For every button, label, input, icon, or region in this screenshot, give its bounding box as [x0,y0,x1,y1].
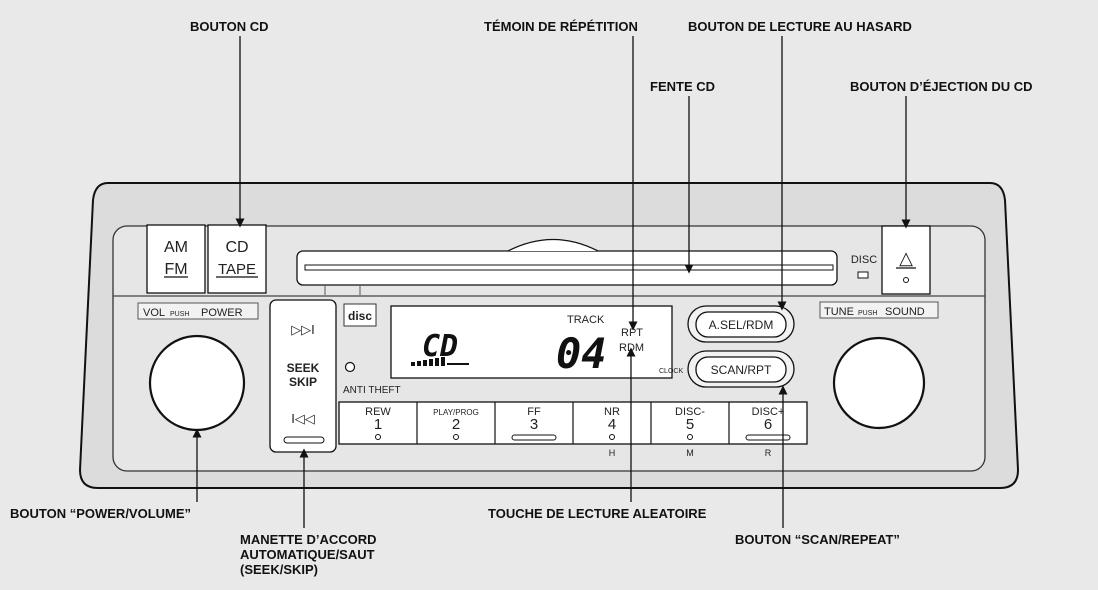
preset-4-sub-label: H [609,448,616,458]
preset-4-number: 4 [608,416,616,433]
preset-4-button[interactable] [609,434,615,440]
preset-1-top-label: REW [365,406,391,418]
callout-cd-button: BOUTON CD [190,19,269,34]
preset-5-sub-label: M [686,448,694,458]
power-volume-knob [148,334,246,432]
seek-down-icon: I◁◁ [291,411,315,426]
callout-random-key: TOUCHE DE LECTURE ALEATOIRE [488,506,707,521]
seek-label: SEEK [287,361,320,375]
display-rpt: RPT [621,327,643,339]
callout-eject-button: BOUTON D’ÉJECTION DU CD [850,79,1033,94]
callout-power-volume-button: BOUTON “POWER/VOLUME” [10,506,192,521]
preset-3-button[interactable] [511,434,557,441]
disc-indicator-light [857,271,869,279]
eject-icon: △ [899,248,913,268]
tune-push-label: PUSH [858,310,877,317]
skip-label: SKIP [289,375,317,389]
callout-seek-skip-line-3: (SEEK/SKIP) [240,562,319,577]
callout-repeat-indicator: TÉMOIN DE RÉPÉTITION [484,19,638,34]
display-track-number: 04 [556,329,607,378]
callout-cd-slot: FENTE CD [650,79,715,94]
callout-seek-skip-line-2: AUTOMATIQUE/SAUT [240,547,375,562]
vol-push-label: PUSH [170,311,189,318]
scan-rpt-label: SCAN/RPT [711,363,772,377]
scan-rpt-button [695,356,787,383]
tape-label: TAPE [218,261,256,278]
clock-label: CLOCK [659,368,683,375]
tune-sound-knob [832,336,926,430]
preset-6-top-label: DISC+ [752,406,785,418]
preset-1-number: 1 [374,416,382,433]
vol-power-label: POWER [201,307,243,319]
asel-rdm-button [695,311,787,338]
am-label: AM [164,239,188,256]
callout-seek-skip-line-1: MANETTE D’ACCORD [240,532,377,547]
display-track-label: TRACK [567,314,605,326]
tune-label: TUNE [824,306,854,318]
disc-indicator-label: DISC [851,254,877,266]
callout-random-button: BOUTON DE LECTURE AU HASARD [688,19,912,34]
preset-5-button[interactable] [687,434,693,440]
vol-label: VOL [143,307,165,319]
callout-scan-repeat-button: BOUTON “SCAN/REPEAT” [735,532,900,547]
preset-5-top-label: DISC- [675,406,705,418]
preset-2-button[interactable] [453,434,459,440]
am-fm-button [146,224,206,294]
preset-3-number: 3 [530,416,538,433]
cd-tape-button [207,224,267,294]
cd-slot [304,264,834,271]
preset-2-top-label: PLAY/PROG [433,408,479,417]
fm-label: FM [164,261,187,278]
preset-5-number: 5 [686,416,694,433]
preset-2-number: 2 [452,416,460,433]
anti-theft-led [344,361,356,373]
preset-3-top-label: FF [527,406,541,418]
display-mode: CD [422,329,458,364]
tune-sound-label: SOUND [885,306,925,318]
seek-up-icon: ▷▷I [291,322,315,337]
asel-rdm-label: A.SEL/RDM [709,318,774,332]
compact-disc-logo [343,303,377,327]
display-level-meter [411,357,469,366]
preset-4-top-label: NR [604,406,620,418]
cd-label: CD [225,239,248,256]
preset-1-button[interactable] [375,434,381,440]
preset-6-button[interactable] [745,434,791,441]
anti-theft-label: ANTI THEFT [343,385,401,396]
disc-logo-text: disc [348,309,372,323]
preset-6-sub-label: R [765,448,772,458]
preset-6-number: 6 [764,416,772,433]
